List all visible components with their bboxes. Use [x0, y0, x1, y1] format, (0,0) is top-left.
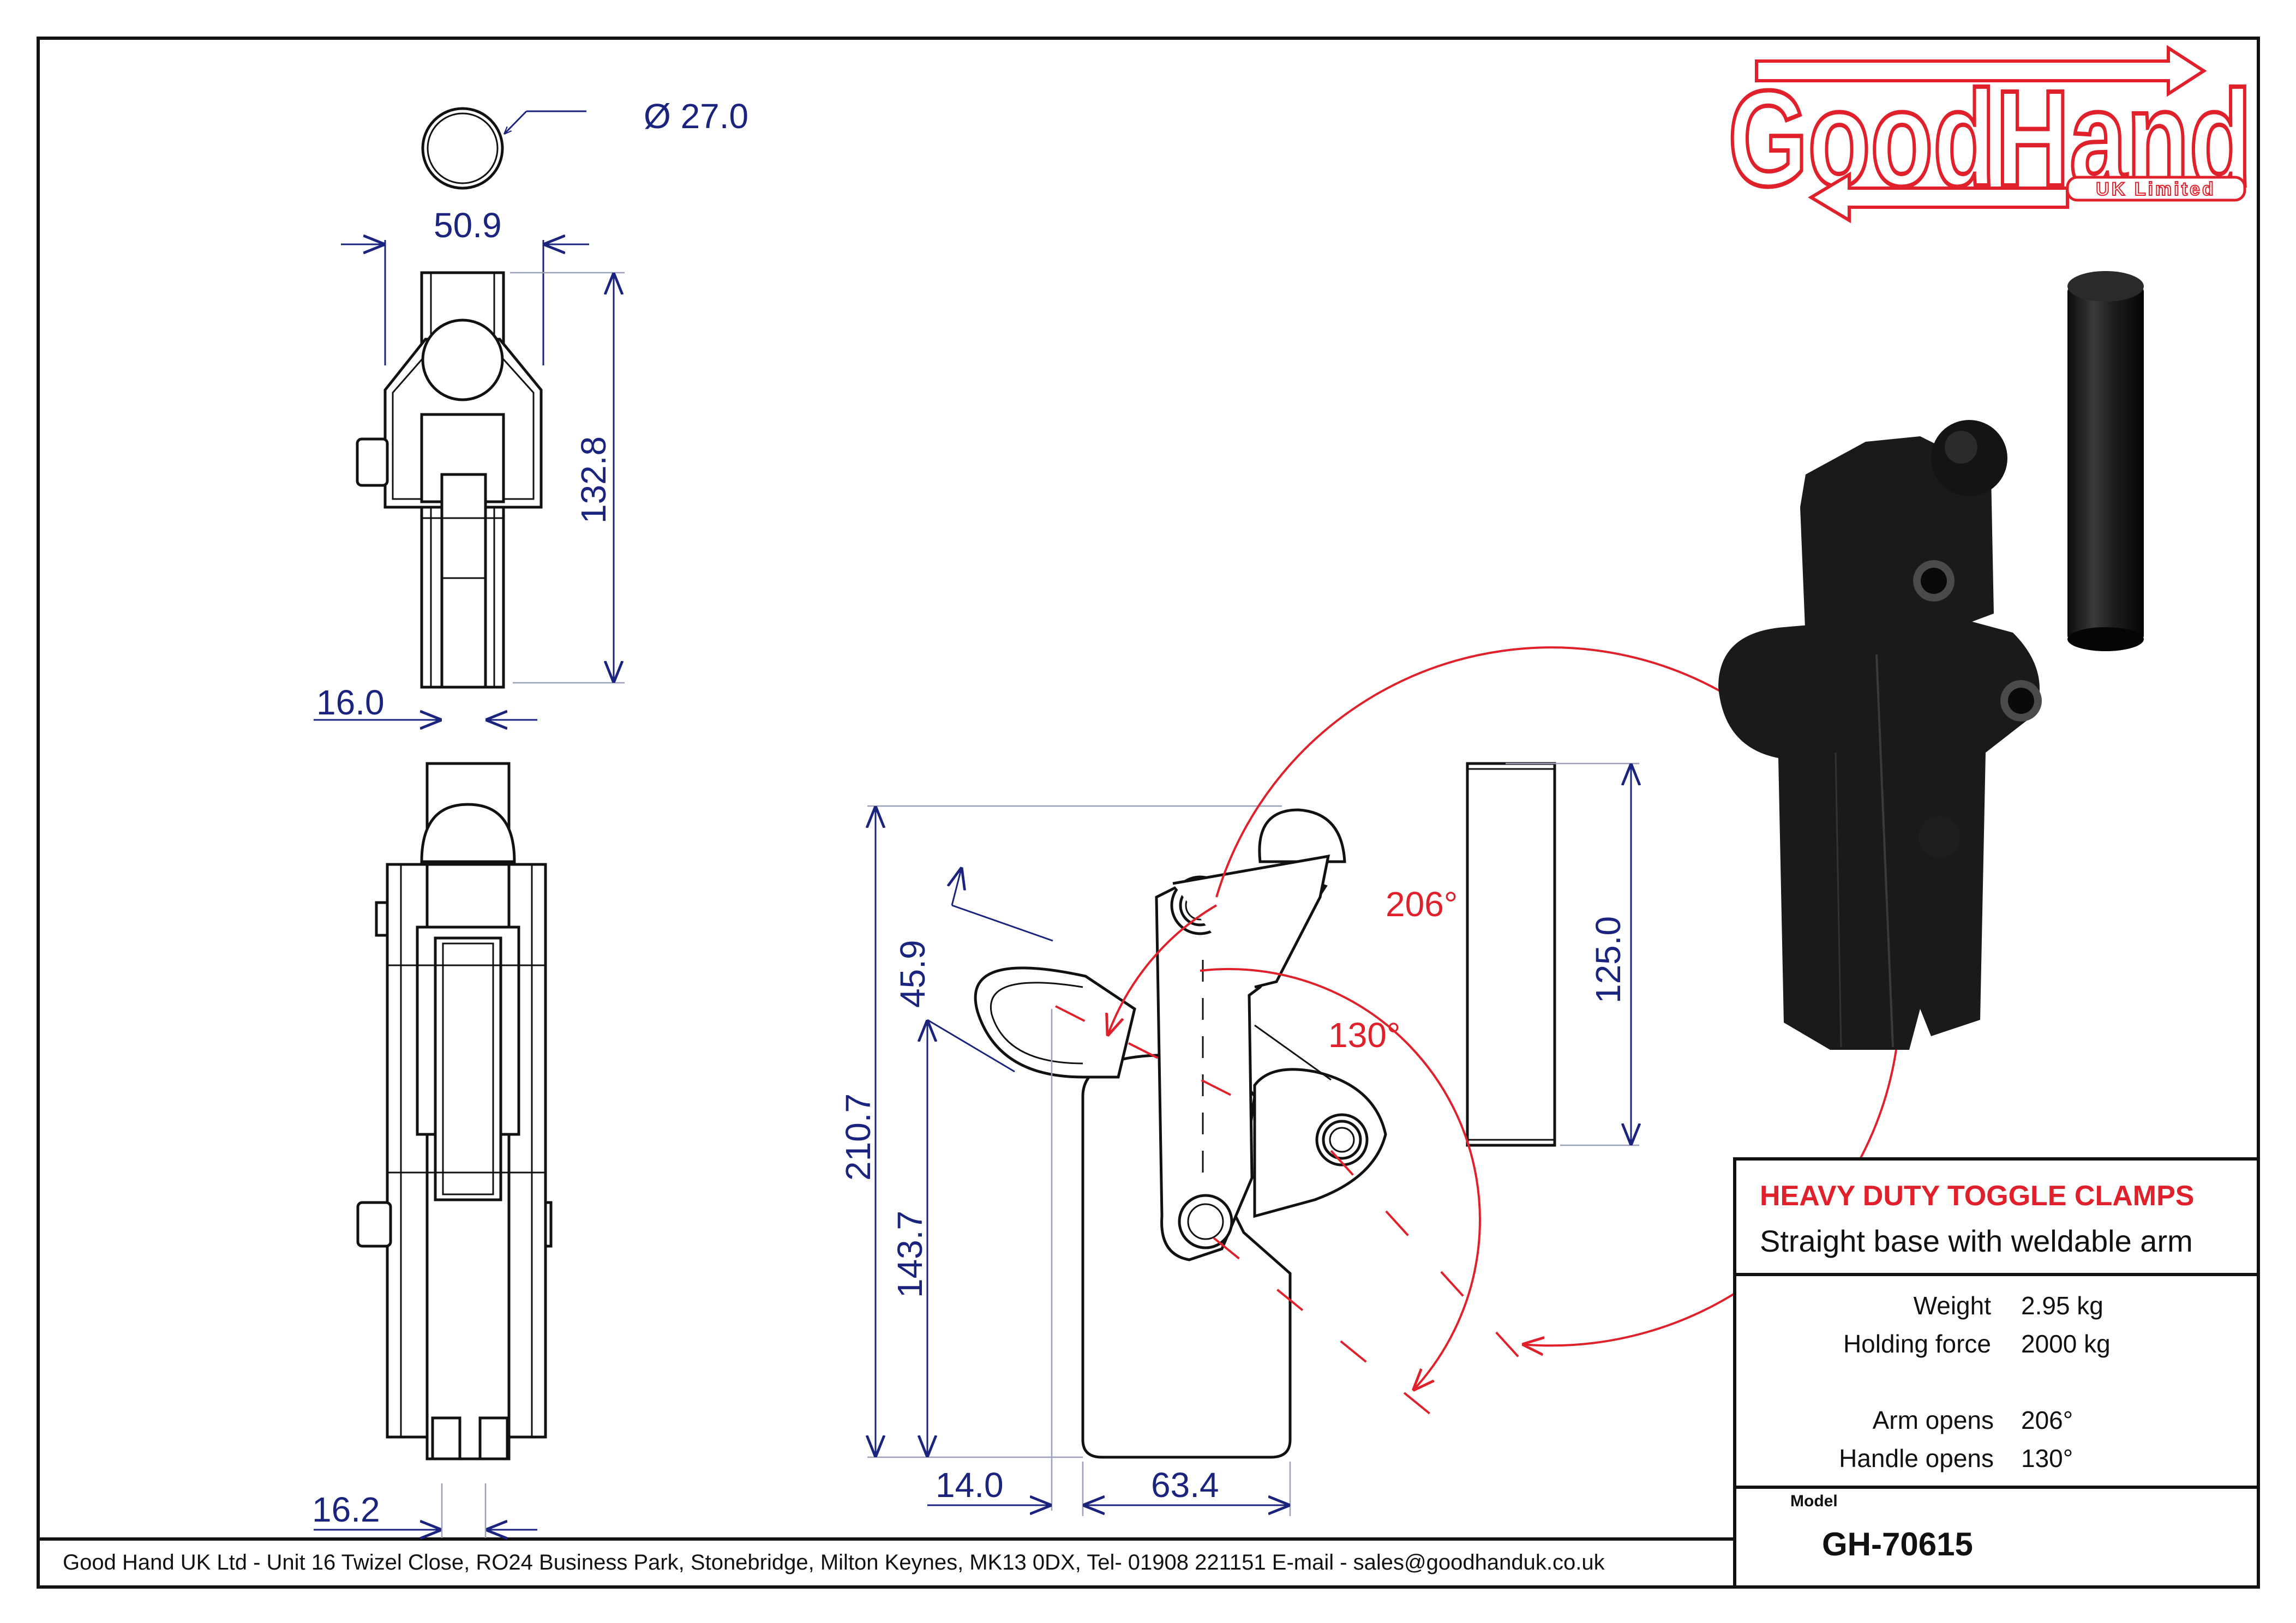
- logo-sub: UK Limited: [2096, 179, 2215, 200]
- spec-label-holding-force: Holding force: [1843, 1330, 1991, 1358]
- title-block: HEAVY DUTY TOGGLE CLAMPS Straight base w…: [1733, 1157, 2260, 1589]
- dim-total-height: 210.7: [838, 1093, 878, 1181]
- angle-arm: 206°: [1386, 885, 1458, 924]
- dim-height-top: 132.8: [574, 436, 613, 524]
- spec-label-weight: Weight: [1914, 1291, 1992, 1320]
- dim-spindle-height: 125.0: [1588, 916, 1628, 1003]
- spec-value-arm-opens: 206°: [2021, 1406, 2073, 1434]
- dim-slot-top: 16.0: [316, 683, 385, 722]
- dim-base-offset: 14.0: [936, 1465, 1004, 1505]
- dim-width-top: 50.9: [434, 206, 502, 245]
- spindle-circle: [421, 107, 504, 190]
- angle-handle: 130°: [1328, 1015, 1400, 1055]
- footer-address: Good Hand UK Ltd - Unit 16 Twizel Close,…: [63, 1550, 1605, 1574]
- spec-label-handle-opens: Handle opens: [1839, 1444, 1994, 1472]
- sheet-border: [37, 37, 2260, 1589]
- side-view-drawing: [974, 762, 1556, 1459]
- dim-slot-bottom: 16.2: [312, 1490, 380, 1529]
- spec-value-weight: 2.95 kg: [2021, 1291, 2103, 1320]
- model-number: GH-70615: [1822, 1526, 1973, 1562]
- clamp-3d-render: [1718, 271, 2144, 1050]
- dim-diameter: Ø 27.0: [644, 97, 748, 136]
- dimension-labels: Ø 27.0 50.9 132.8 16.0 16.2 45.9 210.7 1…: [312, 97, 1628, 1529]
- spec-label-arm-opens: Arm opens: [1873, 1406, 1994, 1434]
- dim-arm-offset: 45.9: [893, 940, 932, 1008]
- title-block-title: HEAVY DUTY TOGGLE CLAMPS: [1760, 1180, 2194, 1212]
- spec-value-handle-opens: 130°: [2021, 1444, 2073, 1472]
- dimension-lines: [314, 240, 1639, 1538]
- model-label: Model: [1790, 1492, 1838, 1510]
- dim-pivot-height: 143.7: [890, 1211, 930, 1298]
- dim-base-width: 63.4: [1151, 1465, 1219, 1505]
- title-block-subtitle: Straight base with weldable arm: [1760, 1224, 2193, 1258]
- spec-value-holding-force: 2000 kg: [2021, 1330, 2111, 1358]
- goodhand-logo: GoodHand UK Limited: [1726, 45, 2254, 224]
- top-view-drawing: [356, 107, 586, 689]
- front-view-drawing: [356, 762, 553, 1460]
